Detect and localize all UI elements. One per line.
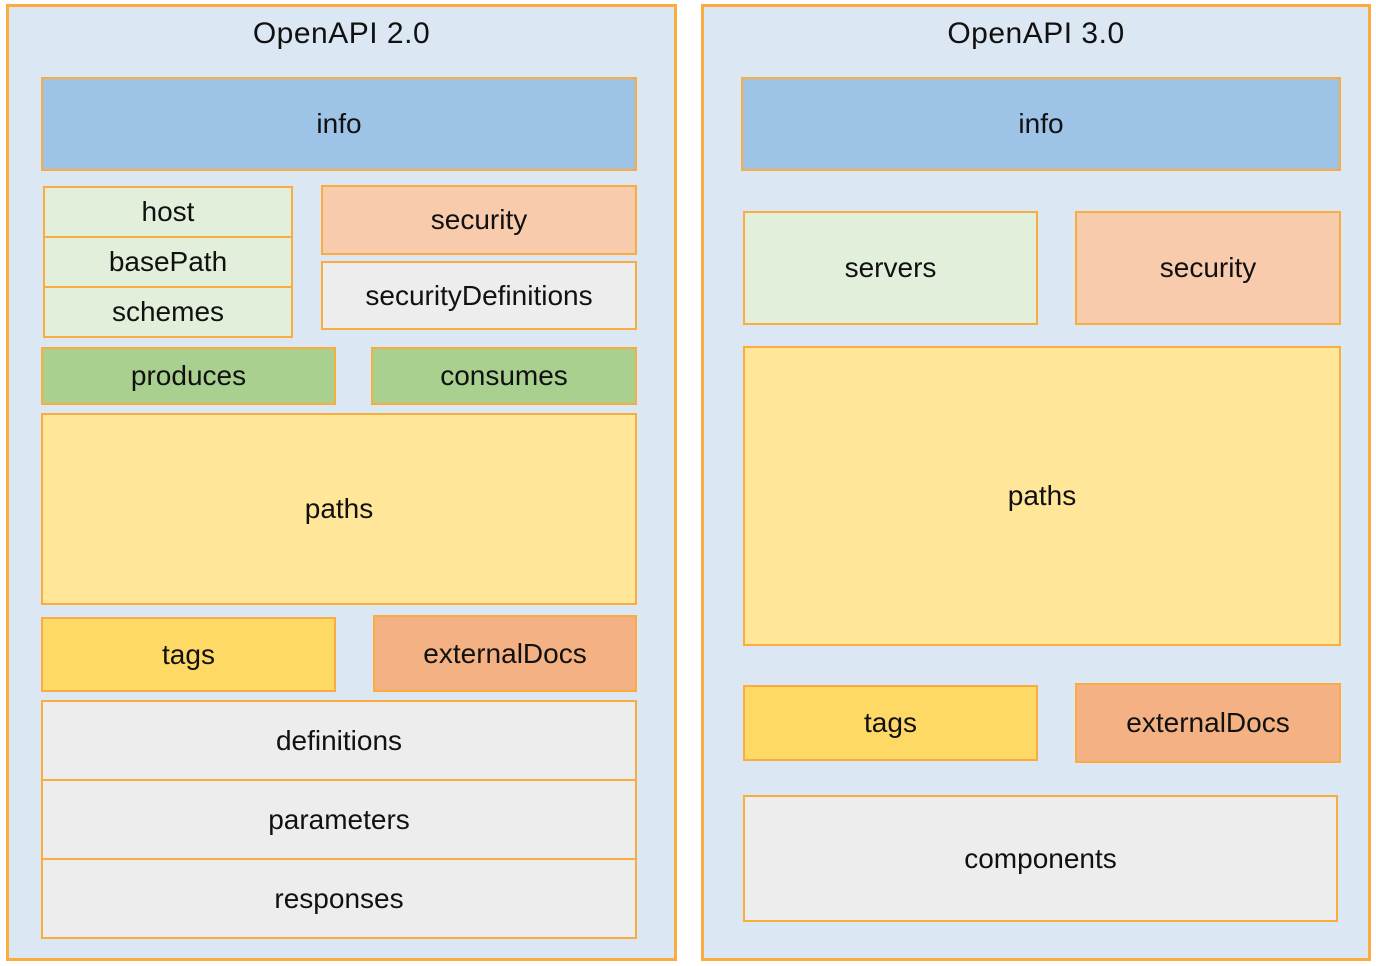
box-servers: servers — [743, 211, 1038, 325]
box-security-definitions: securityDefinitions — [321, 261, 637, 330]
box-security: security — [1075, 211, 1341, 325]
panel-openapi-3: OpenAPI 3.0 info servers security paths … — [701, 4, 1371, 961]
box-tags: tags — [743, 685, 1038, 761]
box-external-docs: externalDocs — [373, 615, 637, 692]
box-info: info — [741, 77, 1341, 171]
panel-title: OpenAPI 3.0 — [947, 17, 1125, 50]
panel-openapi-2: OpenAPI 2.0 info host basePath schemes s… — [6, 4, 677, 961]
box-tags: tags — [41, 617, 336, 692]
box-info: info — [41, 77, 637, 171]
panel-title: OpenAPI 2.0 — [252, 17, 431, 50]
definitions-parameters-responses-stack: definitions parameters responses — [41, 700, 637, 939]
box-host: host — [141, 196, 195, 227]
box-produces: produces — [41, 347, 336, 405]
box-external-docs: externalDocs — [1075, 683, 1341, 763]
host-basepath-schemes-stack: host basePath schemes — [43, 186, 293, 338]
box-components: components — [743, 795, 1338, 922]
box-definitions: definitions — [275, 724, 403, 756]
box-basepath: basePath — [45, 236, 291, 286]
box-paths: paths — [41, 413, 637, 605]
box-paths: paths — [743, 346, 1341, 646]
box-responses: responses — [43, 858, 635, 937]
box-schemes: schemes — [45, 286, 291, 336]
box-consumes: consumes — [371, 347, 637, 405]
box-parameters: parameters — [43, 779, 635, 858]
box-security: security — [321, 185, 637, 255]
